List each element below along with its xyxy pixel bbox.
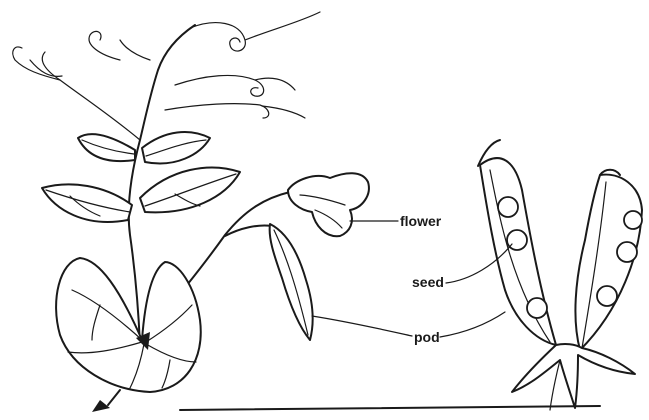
pod-valve-left	[480, 158, 556, 345]
leaf-large-bottom	[56, 258, 201, 392]
label-flower-group: flower	[350, 213, 442, 229]
bottom-border-line	[180, 406, 600, 410]
calyx	[512, 344, 635, 408]
tendril-top-right	[245, 12, 320, 40]
label-pod: pod	[414, 329, 440, 345]
tendril-right-lower	[165, 104, 269, 118]
label-pod-group: pod	[312, 312, 505, 345]
tendril-left	[42, 52, 140, 140]
tendril-right	[175, 75, 264, 96]
leader-line-pod-plant	[312, 316, 412, 336]
plant-pod	[270, 224, 313, 340]
label-seed: seed	[412, 274, 444, 290]
flower	[288, 173, 369, 236]
label-flower: flower	[400, 213, 442, 229]
tendril-top	[190, 23, 245, 51]
pea-plant	[13, 12, 369, 412]
leaf-upper-left	[78, 134, 135, 161]
opened-pod	[478, 140, 642, 410]
leaf-upper-right	[142, 132, 210, 163]
leader-line-pod-open	[440, 312, 505, 337]
